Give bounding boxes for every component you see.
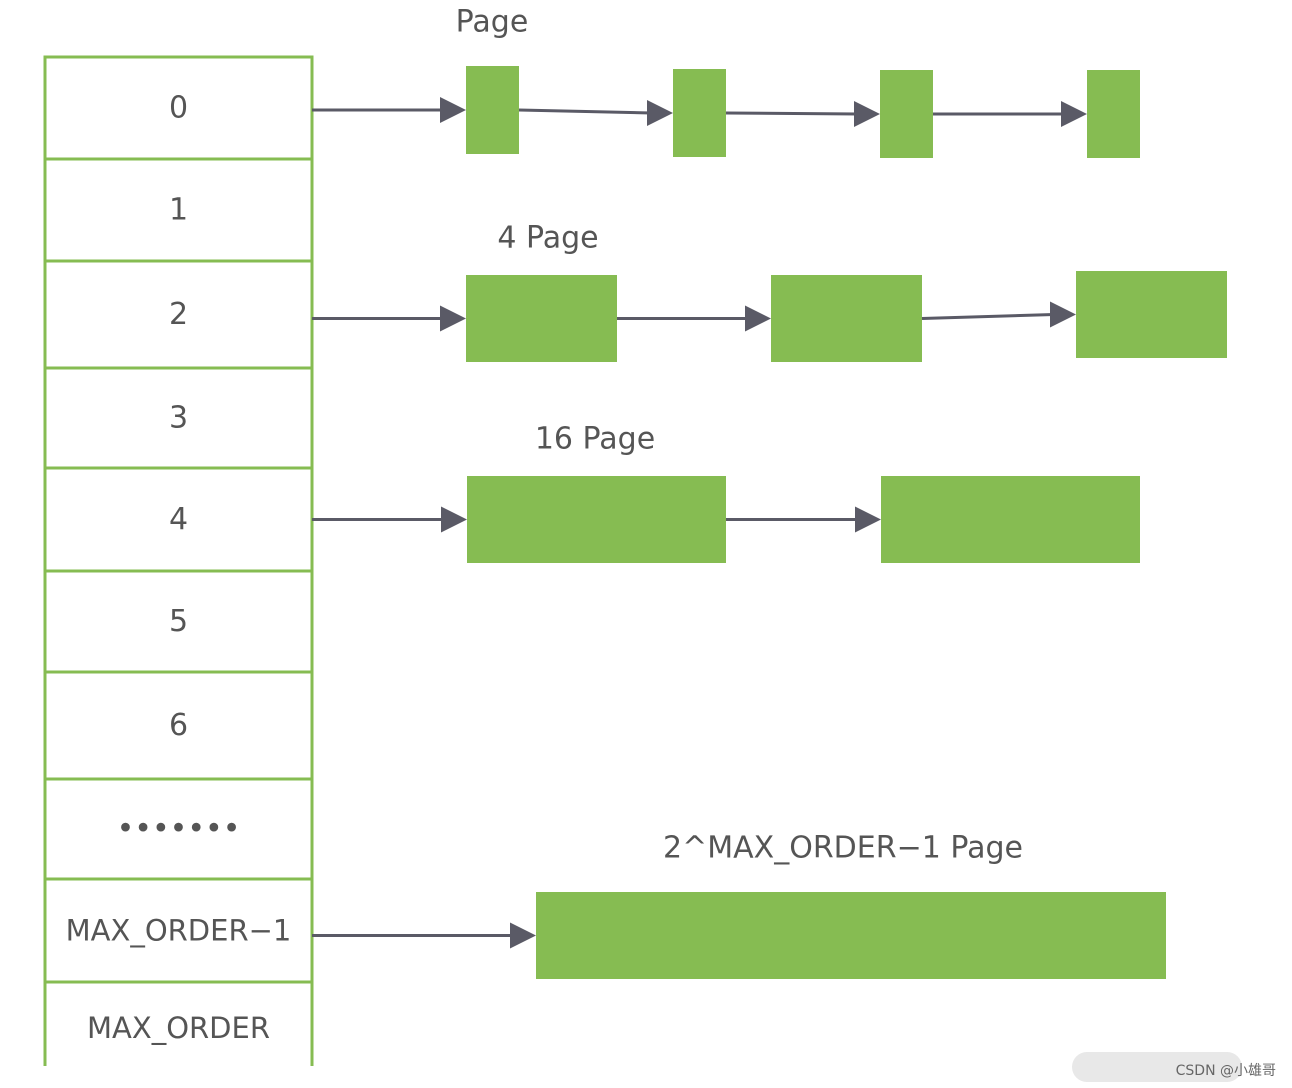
arrow [312,922,536,949]
block-size-label: 16 Page [535,422,655,457]
page-block [880,70,933,158]
arrow [725,101,880,127]
arrow [617,305,771,332]
order-cell [43,55,314,161]
order-label: MAX_ORDER−1 [66,914,292,948]
page-block [536,892,1166,979]
order-cell [43,569,314,674]
bottom-clip [0,1066,1292,1088]
order-cell [43,777,314,881]
order-cell [43,670,314,781]
order-cell [43,366,314,470]
free-list-2: 16 Page [467,422,1140,563]
page-block [771,275,922,362]
arrow [312,97,466,123]
page-block [881,476,1140,563]
free-list-3: 2^MAX_ORDER−1 Page [536,831,1166,979]
order-cell [43,980,314,1078]
order-label: ••••••• [117,812,241,847]
page-block [673,69,726,157]
arrow [518,100,673,126]
free-lists: Page 4 Page 16 Page 2^MAX_ORDER−1 Page [312,5,1227,979]
page-block [466,66,519,154]
order-label: 6 [169,708,188,743]
free-list-1: 4 Page [466,221,1227,362]
arrow [312,506,467,533]
block-size-label: Page [456,5,529,40]
order-label: MAX_ORDER [87,1011,270,1045]
arrow [312,305,466,332]
order-label: 3 [169,401,188,436]
block-size-label: 2^MAX_ORDER−1 Page [663,831,1023,866]
order-label: 5 [169,604,188,639]
block-size-label: 4 Page [497,221,598,256]
arrow [921,301,1076,328]
order-label: 2 [169,297,188,332]
watermark: CSDN @小雄哥 [1175,1063,1276,1079]
order-cell [43,259,314,370]
arrow [933,101,1087,127]
page-block [1087,70,1140,158]
free-list-0: Page [456,5,1140,158]
arrow [726,506,881,533]
page-block [466,275,617,362]
scroll-indicator [1072,1052,1242,1082]
order-label: 0 [169,91,188,126]
page-block [1076,271,1227,358]
order-label: 1 [169,193,188,228]
page-block [467,476,726,563]
order-cell [43,877,314,984]
order-label: 4 [169,502,188,537]
order-cell [43,466,314,573]
